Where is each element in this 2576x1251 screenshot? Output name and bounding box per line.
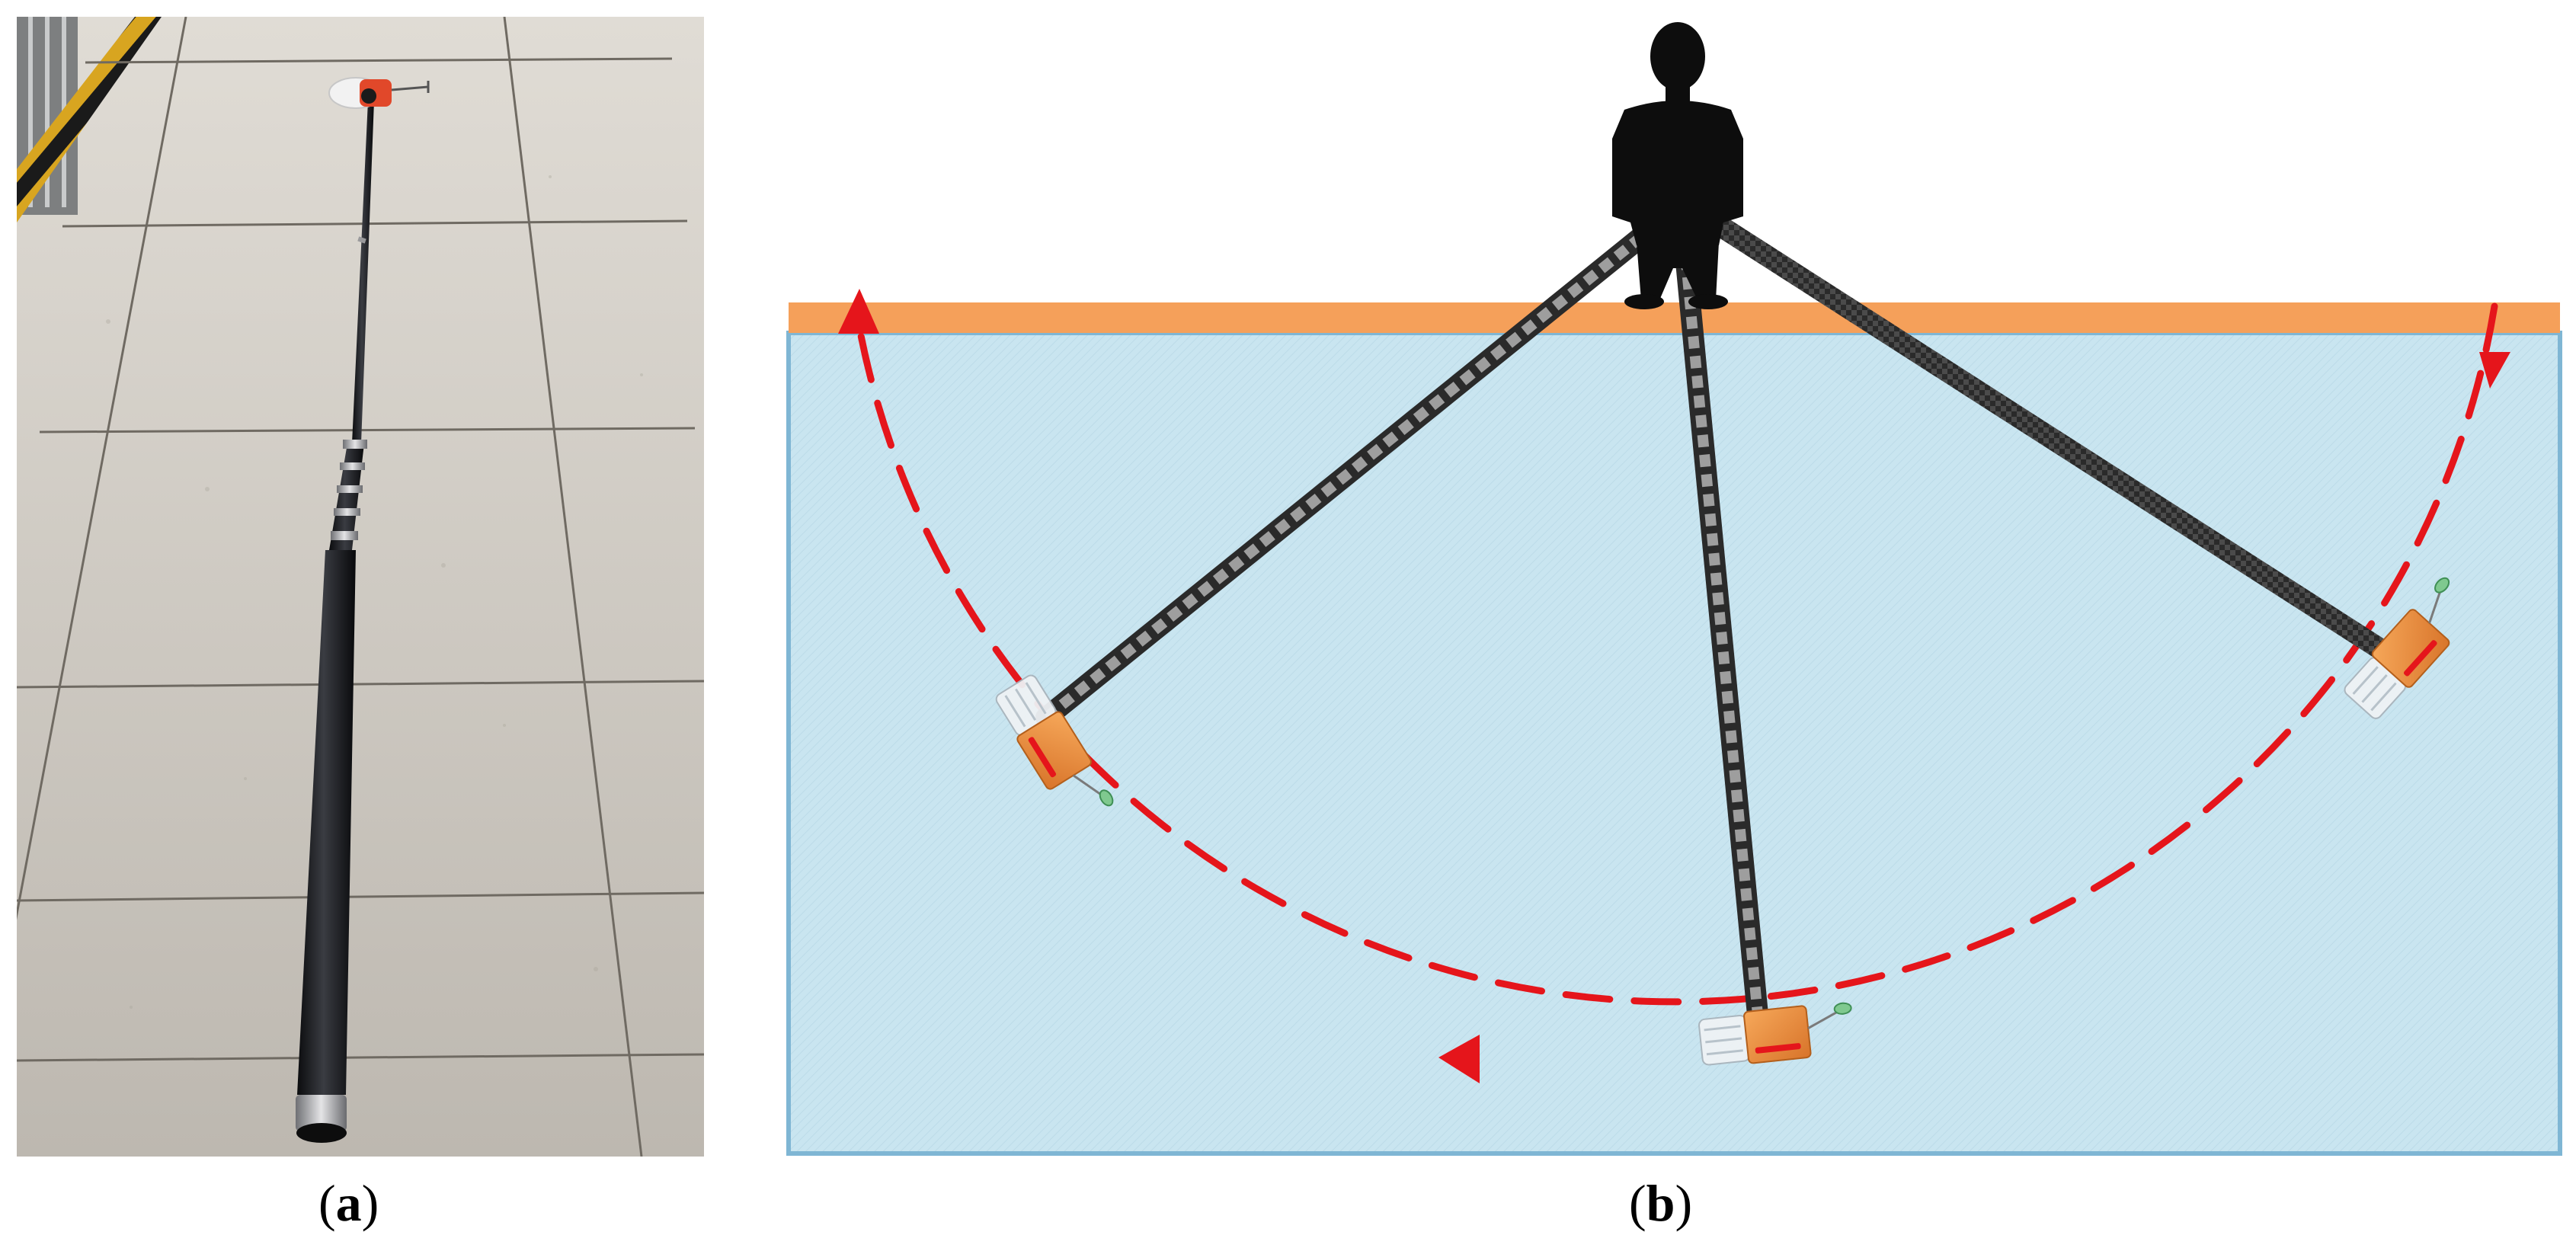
pole-bottom-section	[297, 550, 356, 1095]
sweep-path	[853, 302, 2498, 1006]
arrowhead-icon	[838, 289, 879, 334]
telescopic-pole	[296, 101, 374, 1143]
arrowhead-icon	[2479, 352, 2510, 389]
pole-right	[1698, 208, 2397, 664]
pole-ferrule	[340, 462, 365, 470]
pole-end-cap	[296, 1095, 347, 1131]
standing-person-silhouette-icon	[1612, 22, 1743, 309]
pole-end-opening	[296, 1123, 347, 1143]
caption-b: (b)	[1629, 1174, 1693, 1232]
caption-a: (a)	[318, 1174, 379, 1232]
probe-head-icon	[328, 77, 430, 109]
pole-left	[1035, 213, 1668, 728]
floor	[17, 17, 704, 1157]
pole-ferrule	[343, 440, 367, 449]
tile-grout	[17, 17, 704, 1157]
hazard-strip	[17, 17, 162, 222]
panel-a-photo	[17, 17, 704, 1157]
pole-top-section	[352, 101, 374, 443]
pole-ferrule	[334, 508, 360, 516]
panel-b-diagram	[785, 17, 2568, 1160]
arrowhead-icon	[1438, 1035, 1480, 1083]
pole-center	[1673, 227, 1768, 1025]
pole-ferrule	[331, 531, 358, 540]
embankment	[789, 302, 2560, 333]
tile-speckle	[106, 175, 643, 1009]
water-body	[786, 331, 2562, 1156]
pole-ferrule	[337, 485, 363, 493]
